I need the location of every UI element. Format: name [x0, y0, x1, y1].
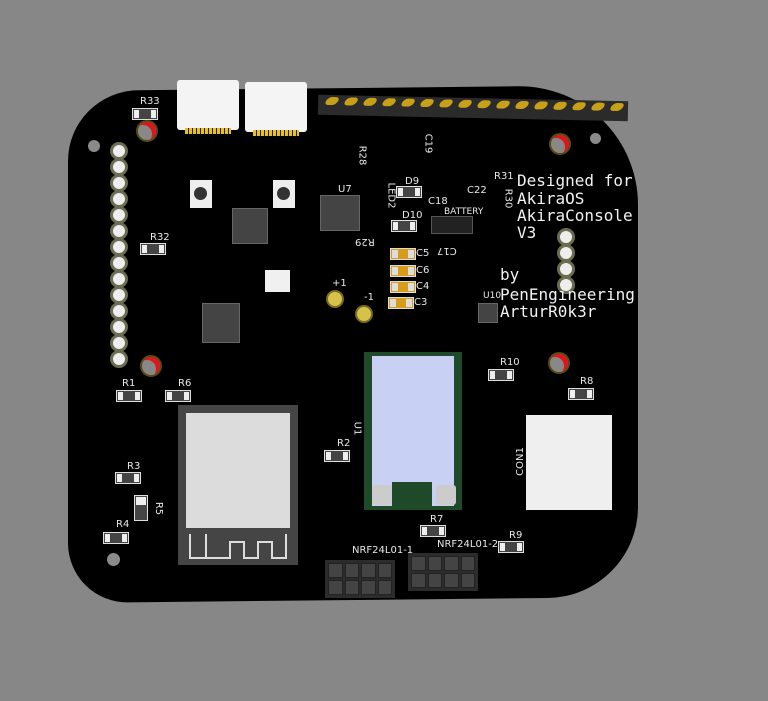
label-r7: R7 — [430, 514, 444, 525]
label-r29: R29 — [355, 236, 375, 247]
capacitor-c6 — [390, 265, 416, 277]
label-r1: R1 — [122, 378, 136, 389]
mounting-hole-top-left — [136, 120, 158, 142]
label-r32: R32 — [150, 232, 170, 243]
mounting-hole-mid-right — [548, 352, 570, 374]
resistor-r8 — [568, 388, 594, 400]
push-button-left — [190, 180, 212, 208]
push-button-right — [273, 180, 295, 208]
tooling-hole — [107, 553, 120, 566]
label-r10: R10 — [500, 357, 520, 368]
label-plus1: +1 — [332, 278, 347, 289]
resistor-r2 — [324, 450, 350, 462]
label-c19: C19 — [422, 133, 434, 154]
usb-c-connector-1 — [177, 80, 239, 134]
label-minus1: -1 — [364, 292, 374, 303]
author-text: ArturR0k3r — [500, 302, 597, 321]
by-text: by — [500, 265, 520, 284]
label-nrf24l01-2: NRF24L01-2 — [437, 539, 499, 550]
label-d10: D10 — [402, 210, 423, 221]
resistor-r3 — [115, 472, 141, 484]
battery-connector — [431, 216, 473, 234]
nrf24l01-1-connector — [325, 560, 395, 598]
tooling-hole — [590, 133, 601, 144]
version-text: V3 — [517, 223, 537, 242]
label-r30: R30 — [502, 188, 514, 209]
label-c5: C5 — [416, 248, 430, 259]
label-r4: R4 — [116, 519, 130, 530]
label-c3: C3 — [414, 297, 428, 308]
test-point-plus1 — [326, 290, 344, 308]
penengineering-text: PenEngineering — [500, 285, 635, 304]
resistor-r9 — [498, 541, 524, 553]
resistor-d10 — [391, 220, 417, 232]
label-r31: R31 — [494, 171, 514, 182]
label-u10: U10 — [483, 291, 502, 301]
resistor-r33 — [132, 108, 158, 120]
resistor-r10 — [488, 369, 514, 381]
label-r8: R8 — [580, 376, 594, 387]
label-r33: R33 — [140, 96, 160, 107]
label-c18: C18 — [428, 196, 448, 207]
capacitor-c3 — [388, 297, 414, 309]
label-r6: R6 — [178, 378, 192, 389]
white-component — [265, 270, 290, 292]
akiraos-text: AkiraOS — [517, 189, 585, 208]
label-r3: R3 — [127, 461, 141, 472]
mounting-hole-mid-left — [140, 355, 162, 377]
label-con1: CON1 — [514, 447, 526, 476]
akiraconsole-text: AkiraConsole — [517, 206, 633, 225]
mcu-qfn-chip — [232, 208, 268, 244]
label-c17: C17 — [437, 245, 457, 256]
esp-wifi-module — [178, 405, 298, 565]
resistor-r1 — [116, 390, 142, 402]
mounting-hole-top-right — [549, 133, 571, 155]
label-r2: R2 — [337, 438, 351, 449]
u7-chip — [320, 195, 360, 231]
nrf-module-u1 — [364, 352, 462, 510]
u10-chip — [478, 303, 498, 323]
usb-c-connector-2 — [245, 82, 307, 136]
designed-for-text: Designed for — [517, 171, 633, 190]
label-u7: U7 — [338, 184, 352, 195]
resistor-r5 — [134, 495, 148, 521]
label-nrf24l01-1: NRF24L01-1 — [352, 545, 414, 556]
label-u1: U1 — [351, 421, 363, 436]
microsd-card-slot — [526, 415, 612, 510]
label-r28: R28 — [356, 145, 368, 166]
label-battery: BATTERY — [444, 207, 484, 217]
resistor-r4 — [103, 532, 129, 544]
label-c6: C6 — [416, 265, 430, 276]
voltage-regulator — [202, 303, 240, 343]
resistor-r32 — [140, 243, 166, 255]
label-c4: C4 — [416, 281, 430, 292]
test-point-minus1 — [355, 305, 373, 323]
resistor-r7 — [420, 525, 446, 537]
label-led2: LED2 — [385, 182, 397, 209]
label-r5: R5 — [153, 501, 165, 516]
capacitor-c5 — [390, 248, 416, 260]
capacitor-c4 — [390, 281, 416, 293]
label-c22: C22 — [467, 185, 487, 196]
label-r9: R9 — [509, 530, 523, 541]
resistor-d9 — [396, 186, 422, 198]
tooling-hole — [88, 140, 100, 152]
pcb-board — [68, 85, 638, 603]
resistor-r6 — [165, 390, 191, 402]
nrf24l01-2-connector — [408, 553, 478, 591]
label-d9: D9 — [405, 176, 420, 187]
